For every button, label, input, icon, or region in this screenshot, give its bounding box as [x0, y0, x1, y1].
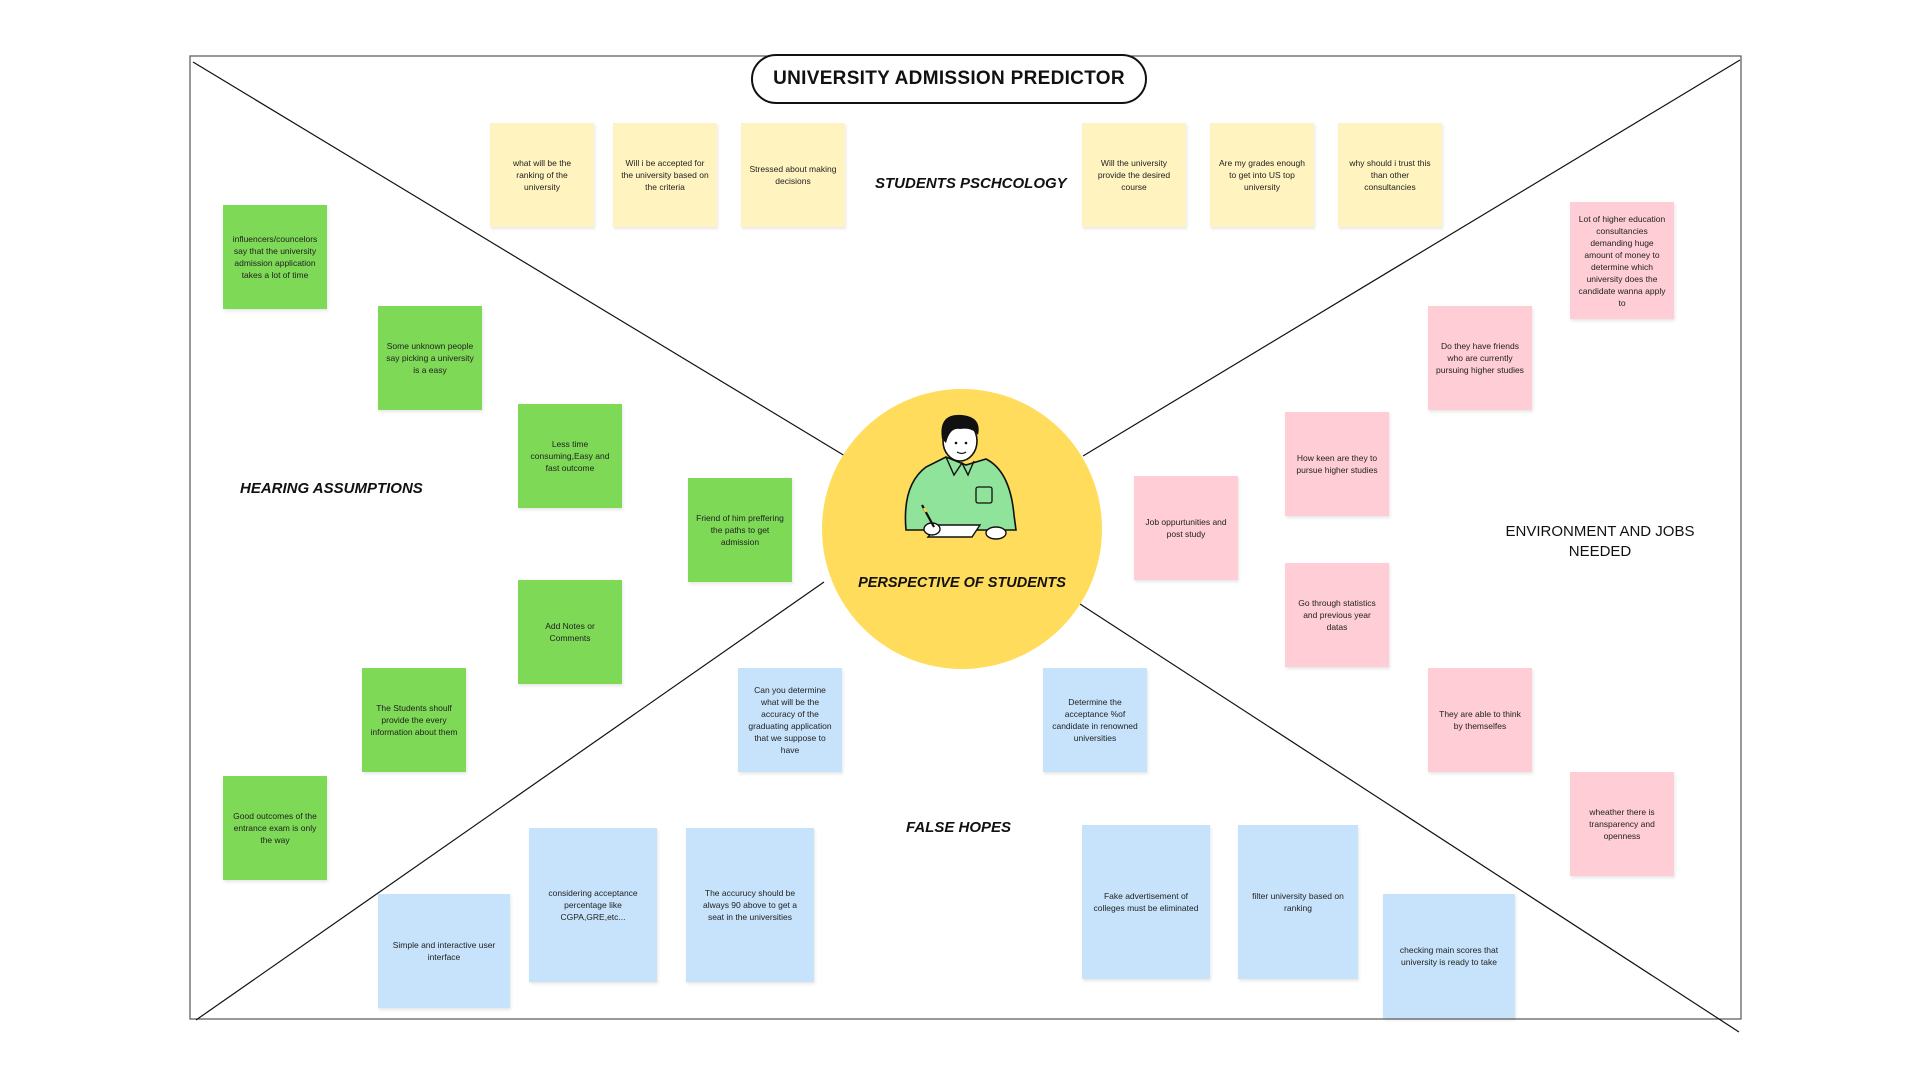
- pocket-shape: [975, 486, 993, 504]
- sticky-note-false-hope[interactable]: Determine the acceptance %of candidate i…: [1043, 668, 1147, 772]
- sticky-note-assumption[interactable]: Less time consuming,Easy and fast outcom…: [518, 404, 622, 508]
- sticky-note-assumption[interactable]: The Students shoulf provide the every in…: [362, 668, 466, 772]
- sticky-note-environment[interactable]: Lot of higher education consultancies de…: [1570, 202, 1674, 319]
- sticky-note-psychology[interactable]: Will the university provide the desired …: [1082, 123, 1186, 227]
- sticky-note-assumption[interactable]: Good outcomes of the entrance exam is on…: [223, 776, 327, 880]
- sticky-note-environment[interactable]: Go through statistics and previous year …: [1285, 563, 1389, 667]
- center-label: PERSPECTIVE OF STUDENTS: [858, 575, 1066, 591]
- section-label-environment-line1: ENVIRONMENT AND JOBS: [1505, 523, 1695, 540]
- sticky-note-assumption[interactable]: Friend of him preffering the paths to ge…: [688, 478, 792, 582]
- sticky-note-environment[interactable]: wheather there is transparency and openn…: [1570, 772, 1674, 876]
- diagonal-top-left: [192, 61, 846, 457]
- sticky-note-psychology[interactable]: Will i be accepted for the university ba…: [613, 123, 717, 227]
- diagonal-top-right: [1082, 59, 1741, 457]
- sticky-note-false-hope[interactable]: filter university based on ranking: [1238, 825, 1358, 979]
- section-label-false-hopes: FALSE HOPES: [906, 819, 1012, 836]
- sticky-note-environment[interactable]: How keen are they to pursue higher studi…: [1285, 412, 1389, 516]
- section-label-environment: ENVIRONMENT AND JOBS NEEDED: [1500, 522, 1700, 562]
- sticky-note-psychology[interactable]: Stressed about making decisions: [741, 123, 845, 227]
- sticky-note-environment[interactable]: They are able to think by themselfes: [1428, 668, 1532, 772]
- sticky-note-psychology[interactable]: Are my grades enough to get into US top …: [1210, 123, 1314, 227]
- eye-shape: [954, 441, 958, 445]
- sticky-note-assumption[interactable]: Add Notes or Comments: [518, 580, 622, 684]
- sticky-note-false-hope[interactable]: considering acceptance percentage like C…: [529, 828, 657, 982]
- sticky-note-false-hope[interactable]: The accurucy should be always 90 above t…: [686, 828, 814, 982]
- section-label-assumptions: HEARING ASSUMPTIONS: [240, 480, 423, 497]
- shirt-shape: [904, 456, 1017, 531]
- sticky-note-assumption[interactable]: influencers/councelors say that the univ…: [223, 205, 327, 309]
- diagonal-bottom-left: [195, 581, 825, 1021]
- eye-shape: [964, 441, 968, 445]
- sticky-note-false-hope[interactable]: Can you determine what will be the accur…: [738, 668, 842, 772]
- collar-shape: [945, 456, 975, 477]
- section-label-psychology: STUDENTS PSCHCOLOGY: [875, 175, 1067, 192]
- sticky-note-false-hope[interactable]: Fake advertisement of colleges must be e…: [1082, 825, 1210, 979]
- page-title: UNIVERSITY ADMISSION PREDICTOR: [751, 54, 1147, 104]
- sticky-note-psychology[interactable]: why should i trust this than other consu…: [1338, 123, 1442, 227]
- diagonal-bottom-right: [1079, 603, 1740, 1033]
- hand-shape: [985, 526, 1007, 540]
- section-label-environment-line2: NEEDED: [1568, 543, 1632, 560]
- mouth-shape: [956, 451, 967, 455]
- hair-shape: [941, 414, 979, 443]
- sticky-note-false-hope[interactable]: checking main scores that university is …: [1383, 894, 1515, 1018]
- student-illustration: [904, 414, 1017, 540]
- sticky-note-false-hope[interactable]: Simple and interactive user interface: [378, 894, 510, 1008]
- sticky-note-assumption[interactable]: Some unknown people say picking a univer…: [378, 306, 482, 410]
- pen-tip-shape: [922, 507, 928, 513]
- sticky-note-environment[interactable]: Do they have friends who are currently p…: [1428, 306, 1532, 410]
- sticky-note-psychology[interactable]: what will be the ranking of the universi…: [490, 123, 594, 227]
- sticky-note-environment[interactable]: Job oppurtunities and post study: [1134, 476, 1238, 580]
